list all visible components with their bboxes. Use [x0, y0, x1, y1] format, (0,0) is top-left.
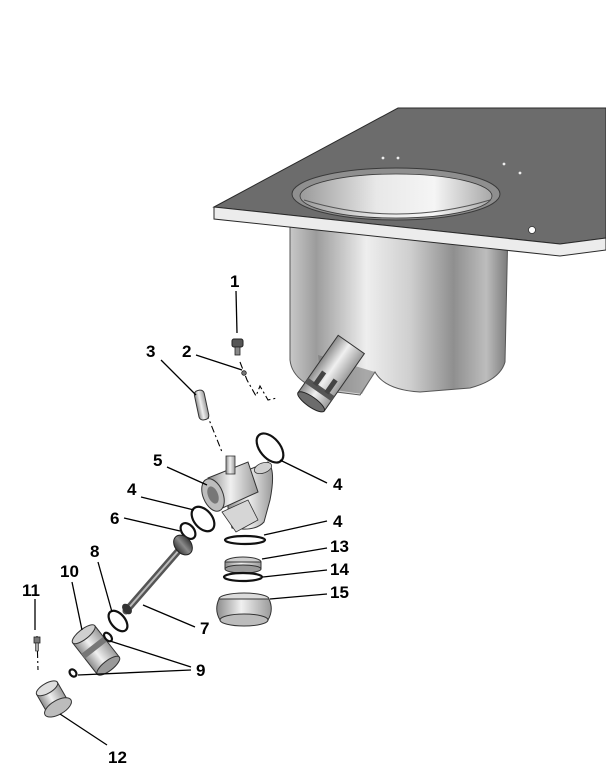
part-elbow-body: [201, 455, 274, 533]
plate-edge: [213, 206, 606, 257]
callout-4b: 4: [127, 480, 137, 499]
part-o-ring-valve-b: [68, 668, 78, 678]
part-valve-body: [71, 624, 121, 676]
callout-8: 8: [90, 542, 99, 561]
callout-14: 14: [330, 560, 349, 579]
outlet-spout: [297, 334, 366, 413]
part-end-cap: [35, 680, 72, 718]
part-washer: [222, 571, 264, 583]
part-ball: [241, 370, 247, 376]
housing-assembly: [212, 107, 606, 413]
part-pin: [193, 389, 210, 421]
part-screw: [231, 338, 244, 356]
callout-11: 11: [22, 581, 40, 600]
part-stem: [122, 534, 193, 615]
callout-13: 13: [330, 537, 349, 556]
callout-4a: 4: [333, 475, 343, 494]
callout-labels: 1 2 3 4 5 4 6 4 8 13 10 14 11 15 7 9 12: [22, 272, 349, 767]
part-o-ring-small: [179, 522, 197, 540]
callout-4c: 4: [333, 512, 343, 531]
part-o-ring-lower: [223, 534, 267, 546]
callout-12: 12: [108, 748, 127, 767]
callout-1: 1: [230, 272, 239, 291]
callout-10: 10: [60, 562, 79, 581]
part-o-ring-stem: [107, 609, 129, 633]
part-ring-nut: [224, 556, 262, 574]
callout-5: 5: [153, 451, 162, 470]
callout-15: 15: [330, 583, 349, 602]
callout-6: 6: [110, 509, 119, 528]
callout-7: 7: [200, 619, 209, 638]
part-small-bolt: [33, 636, 41, 652]
leader-lines: [34, 290, 328, 746]
callout-3: 3: [146, 342, 155, 361]
callout-9: 9: [196, 661, 205, 680]
part-o-ring-middle: [190, 505, 216, 533]
part-cap: [216, 592, 272, 627]
callout-2: 2: [182, 342, 191, 361]
